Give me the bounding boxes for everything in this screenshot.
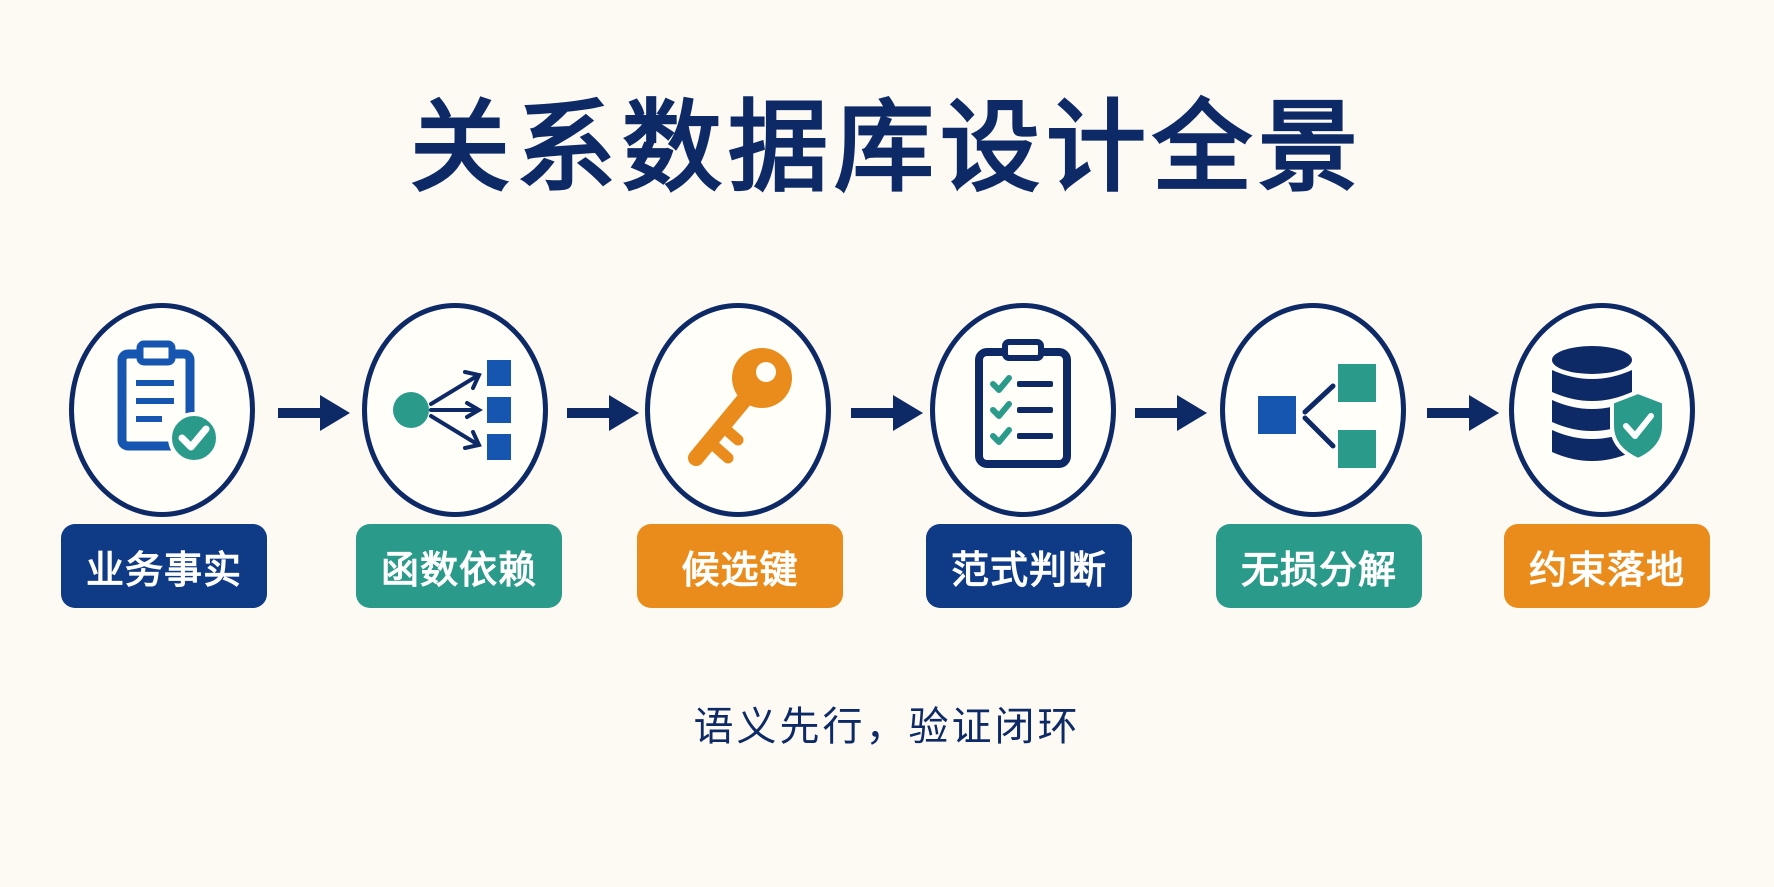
clipboard-check-icon bbox=[117, 340, 220, 464]
step-1-text: 业务事实 bbox=[85, 547, 242, 592]
step-6-label: 约束落地 bbox=[1504, 524, 1710, 608]
arrow-3-icon bbox=[851, 395, 923, 431]
tagline: 语义先行，验证闭环 bbox=[693, 704, 1081, 750]
step-6-circle bbox=[1509, 303, 1695, 517]
step-4-label: 范式判断 bbox=[926, 524, 1132, 608]
database-shield-icon bbox=[1552, 346, 1666, 463]
step-5-label: 无损分解 bbox=[1216, 524, 1422, 608]
step-5-circle bbox=[1220, 303, 1406, 517]
key-icon bbox=[688, 348, 792, 466]
step-1-circle bbox=[69, 303, 255, 517]
step-3-label: 候选键 bbox=[637, 524, 843, 608]
page-title: 关系数据库设计全景 bbox=[410, 89, 1364, 206]
step-4-circle bbox=[930, 303, 1116, 517]
step-4-text: 范式判断 bbox=[950, 547, 1107, 592]
step-5-text: 无损分解 bbox=[1240, 547, 1397, 592]
step-2-label: 函数依赖 bbox=[356, 524, 562, 608]
checklist-icon bbox=[975, 339, 1071, 468]
step-6-text: 约束落地 bbox=[1528, 547, 1685, 592]
step-2-text: 函数依赖 bbox=[380, 547, 537, 592]
arrow-4-icon bbox=[1135, 395, 1207, 431]
step-1-label: 业务事实 bbox=[61, 524, 267, 608]
step-3-circle bbox=[645, 303, 831, 517]
decomposition-icon bbox=[1258, 364, 1376, 468]
step-3-text: 候选键 bbox=[681, 547, 799, 592]
step-2-circle bbox=[362, 303, 548, 517]
arrow-1-icon bbox=[278, 395, 350, 431]
arrow-5-icon bbox=[1427, 395, 1499, 431]
arrow-2-icon bbox=[567, 395, 639, 431]
dependency-fanout-icon bbox=[393, 360, 511, 460]
